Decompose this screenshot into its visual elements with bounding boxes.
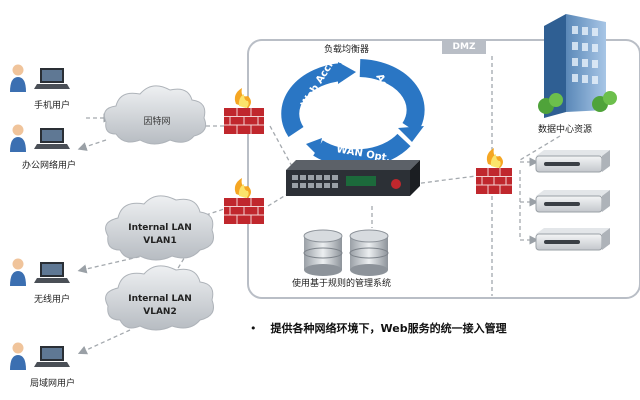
lan2-label-line1: Internal LAN [128, 294, 192, 304]
office-user [10, 124, 70, 152]
firewall-icon [476, 148, 512, 194]
datacenter-building-icon [538, 14, 617, 118]
mobile-user-label: 手机用户 [34, 101, 71, 111]
lan1-cloud: Internal LAN VLAN1 [105, 195, 214, 261]
load-balancer-appliance [286, 160, 420, 196]
internet-cloud: 因特网 [103, 85, 207, 145]
server-icon [535, 150, 610, 173]
office-user-label: 办公网络用户 [22, 161, 77, 171]
database-icon [303, 229, 343, 276]
mobile-user [10, 64, 70, 92]
wireless-user-label: 无线用户 [34, 295, 71, 305]
laptop-icon [34, 346, 70, 367]
database-icon [349, 229, 389, 276]
firewall-icon [224, 88, 264, 134]
dmz-label: DMZ [442, 40, 486, 54]
note-bullet: • [250, 322, 257, 335]
laptop-icon [34, 262, 70, 283]
lan1-label-line2: VLAN1 [143, 236, 176, 246]
laptop-icon [34, 68, 70, 89]
note-text: 提供各种网络环境下，Web服务的统一接入管理 [270, 322, 507, 335]
datacenter-label: 数据中心资源 [538, 125, 593, 135]
server-icon [535, 190, 610, 213]
firewall-icon [224, 178, 264, 224]
lan1-label-line1: Internal LAN [128, 223, 192, 233]
management-system-label: 使用基于规则的管理系统 [292, 279, 392, 289]
summary-note: • 提供各种网络环境下，Web服务的统一接入管理 [250, 320, 507, 336]
lan-user-label: 局域网用户 [30, 379, 76, 389]
lan2-cloud: Internal LAN VLAN2 [105, 265, 214, 331]
optimization-ring: Web Accl. Access WAN Opt. [281, 57, 425, 168]
wireless-user [10, 258, 70, 286]
lan2-label-line2: VLAN2 [143, 307, 176, 317]
internet-label: 因特网 [143, 115, 170, 127]
load-balancer-title: 负载均衡器 [324, 45, 370, 55]
server-icon [535, 228, 610, 251]
lan-user [10, 342, 70, 370]
laptop-icon [34, 128, 70, 149]
